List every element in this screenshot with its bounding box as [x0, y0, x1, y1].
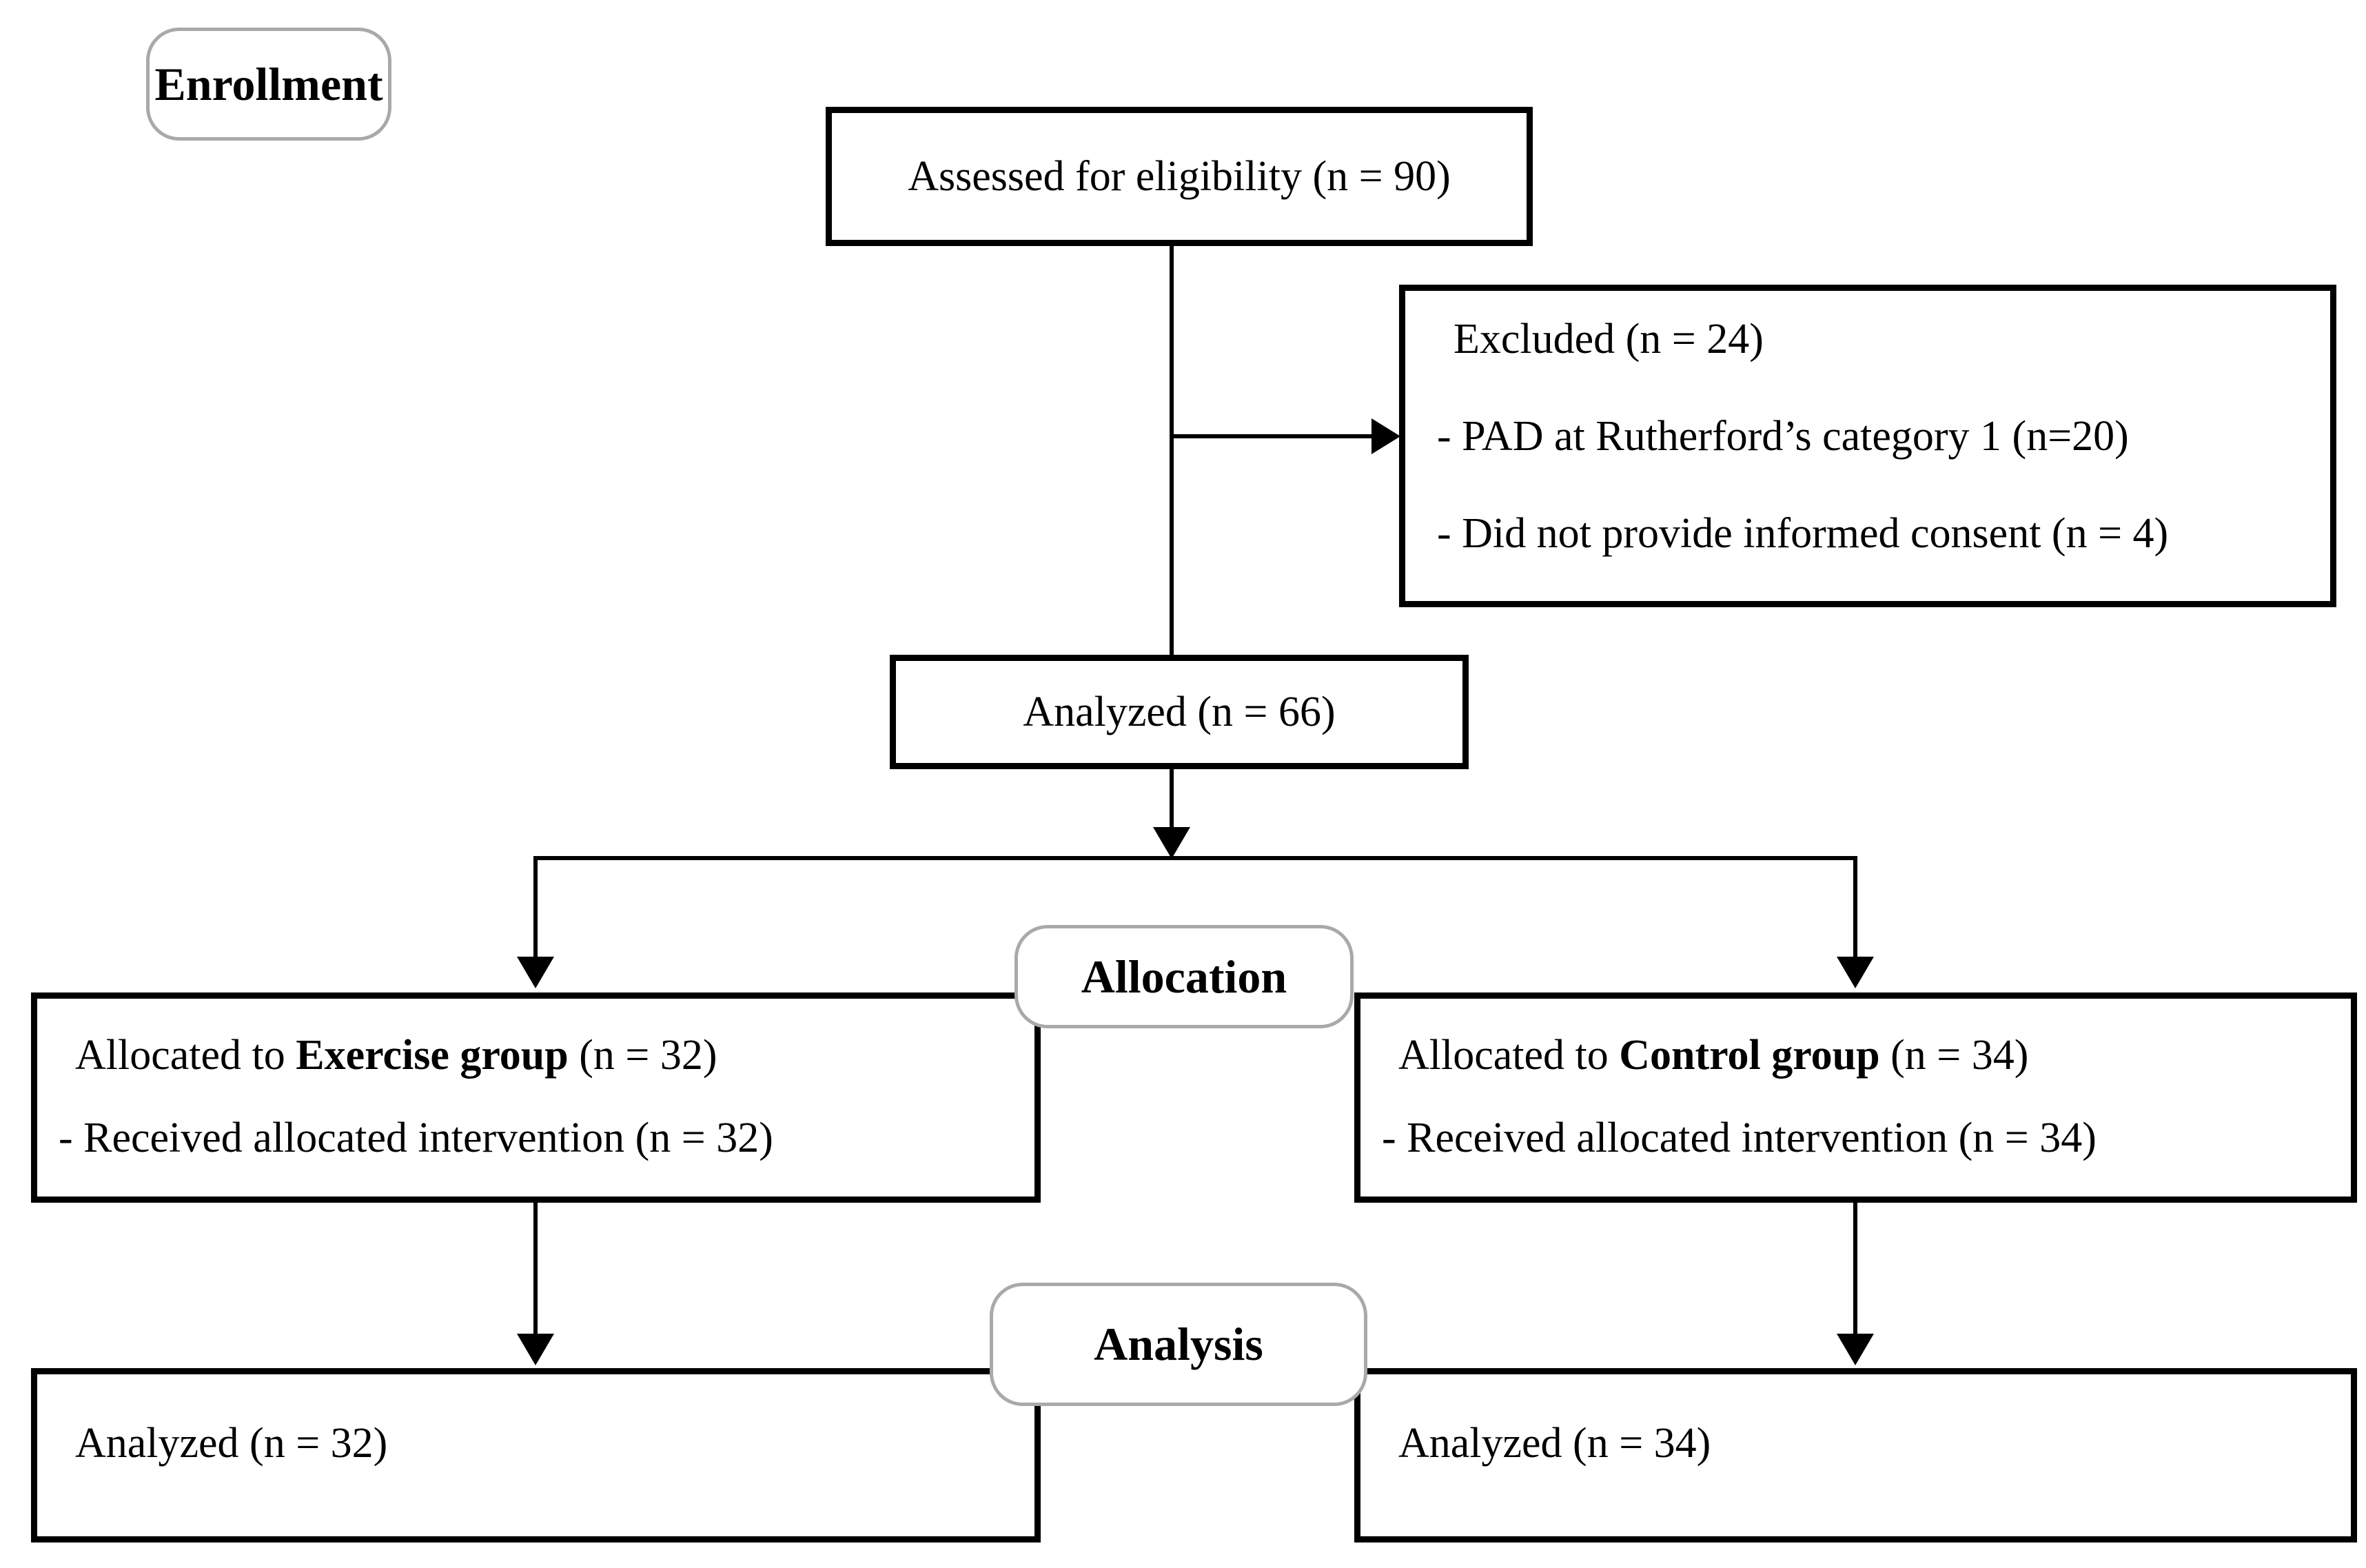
analyzed-total-text: Analyzed (n = 66): [1023, 688, 1336, 735]
arrowhead-exercise-icon: [517, 957, 554, 988]
allocated-control-detail: - Received allocated intervention (n = 3…: [1382, 1114, 2097, 1161]
allocated-control-title: Allocated to Control group (n = 34): [1398, 1014, 2323, 1097]
stage-label-allocation-text: Allocation: [1081, 950, 1287, 1003]
allocated-exercise-detail: - Received allocated intervention (n = 3…: [59, 1114, 773, 1161]
box-analyzed-exercise: Analyzed (n = 32): [31, 1368, 1041, 1542]
stage-label-enrollment-text: Enrollment: [154, 57, 383, 110]
stage-label-enrollment: Enrollment: [146, 28, 391, 141]
connector-assessed-to-analyzed: [1170, 245, 1174, 656]
allocated-control-prefix: Allocated to: [1398, 1032, 1620, 1079]
allocated-exercise-count: (n = 32): [568, 1032, 717, 1079]
box-assessed-eligibility: Assessed for eligibility (n = 90): [826, 107, 1533, 246]
box-excluded: Excluded (n = 24) - PAD at Rutherford’s …: [1399, 285, 2336, 607]
stage-label-allocation: Allocation: [1014, 925, 1354, 1028]
box-allocated-control-group: Allocated to Control group (n = 34) - Re…: [1354, 992, 2357, 1203]
box-analyzed-total: Analyzed (n = 66): [890, 655, 1469, 769]
box-analyzed-control: Analyzed (n = 34): [1354, 1368, 2357, 1542]
allocated-exercise-title: Allocated to Exercise group (n = 32): [75, 1014, 1007, 1097]
excluded-reason: - PAD at Rutherford’s category 1 (n=20): [1437, 413, 2129, 460]
assessed-eligibility-text: Assessed for eligibility (n = 90): [908, 152, 1451, 200]
allocated-exercise-prefix: Allocated to: [75, 1032, 296, 1079]
arrowhead-control-icon: [1837, 957, 1874, 988]
allocated-control-count: (n = 34): [1879, 1032, 2029, 1079]
arrowhead-analyzed-control-icon: [1837, 1334, 1874, 1365]
connector-split-to-control: [1853, 856, 1857, 958]
allocated-control-group-name: Control group: [1619, 1032, 1880, 1079]
excluded-title: Excluded (n = 24): [1454, 316, 1764, 363]
connector-split-bar: [533, 856, 1857, 860]
connector-split-to-exercise: [533, 856, 538, 958]
arrowhead-excluded-icon: [1371, 418, 1400, 454]
stage-label-analysis: Analysis: [990, 1283, 1367, 1406]
connector-branch-to-excluded: [1172, 434, 1371, 438]
arrowhead-split-icon: [1153, 827, 1190, 859]
arrowhead-analyzed-exercise-icon: [517, 1334, 554, 1365]
analyzed-control-text: Analyzed (n = 34): [1398, 1420, 1711, 1467]
box-allocated-exercise-group: Allocated to Exercise group (n = 32) - R…: [31, 992, 1041, 1203]
stage-label-analysis-text: Analysis: [1094, 1318, 1263, 1370]
connector-analyzed-to-split: [1170, 768, 1174, 828]
connector-exercise-to-analyzed: [533, 1201, 538, 1335]
connector-control-to-analyzed: [1853, 1201, 1857, 1335]
excluded-reason: - Did not provide informed consent (n = …: [1437, 510, 2169, 557]
analyzed-exercise-text: Analyzed (n = 32): [75, 1420, 388, 1467]
allocated-exercise-group-name: Exercise group: [296, 1032, 569, 1079]
